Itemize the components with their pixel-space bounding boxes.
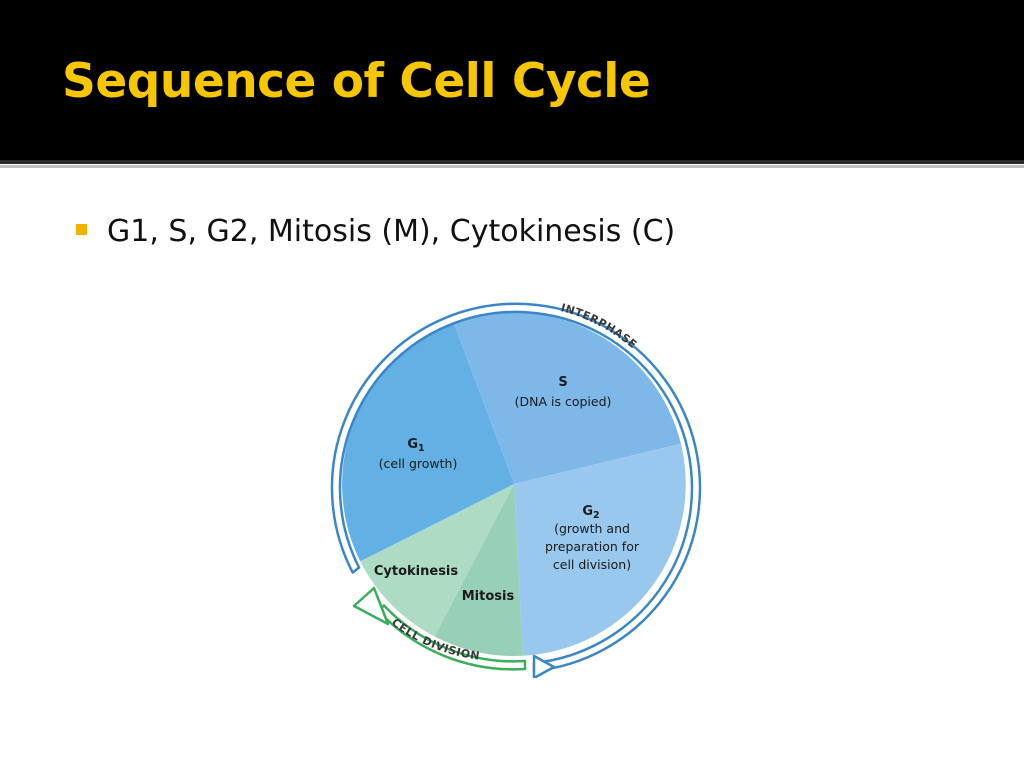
g2-phase-name: G2 <box>582 504 599 521</box>
bullet-text: G1, S, G2, Mitosis (M), Cytokinesis (C) <box>107 214 676 249</box>
mitosis-slice <box>434 484 523 657</box>
g1-name-main: G <box>407 437 418 452</box>
g2-phase-slice <box>514 443 686 656</box>
cell-division-arrowhead-icon <box>352 586 390 626</box>
title-divider <box>0 160 1024 164</box>
bullet-item: G1, S, G2, Mitosis (M), Cytokinesis (C) <box>76 214 675 249</box>
g1-name-subscript: 1 <box>418 443 425 454</box>
slide-title: Sequence of Cell Cycle <box>62 54 651 109</box>
g1-phase-description: (cell growth) <box>379 456 458 471</box>
s-phase-description: (DNA is copied) <box>515 394 612 409</box>
title-divider-shadow <box>0 165 1024 168</box>
title-bar: Sequence of Cell Cycle <box>0 0 1024 160</box>
g2-name-main: G <box>582 504 593 519</box>
g1-phase-name: G1 <box>407 437 424 454</box>
cytokinesis-slice <box>360 484 514 637</box>
g2-description-line-2: preparation for <box>545 539 640 554</box>
s-phase-slice <box>453 312 681 484</box>
g2-description-line-1: (growth and <box>554 521 630 536</box>
cytokinesis-label: Cytokinesis <box>374 564 459 579</box>
interphase-arrowhead-icon <box>532 654 556 680</box>
cell-division-arrow <box>377 604 527 671</box>
mitosis-label: Mitosis <box>462 589 515 604</box>
cell-cycle-diagram: INTERPHASE CELL DIVISION S (DNA is copie… <box>320 288 710 680</box>
cell-cycle-svg: INTERPHASE CELL DIVISION S (DNA is copie… <box>330 301 702 680</box>
bullet-square-icon <box>76 224 87 235</box>
g1-phase-slice <box>342 323 514 562</box>
g2-description-line-3: cell division) <box>553 557 631 572</box>
s-phase-name: S <box>558 375 567 390</box>
g2-name-subscript: 2 <box>593 510 600 521</box>
